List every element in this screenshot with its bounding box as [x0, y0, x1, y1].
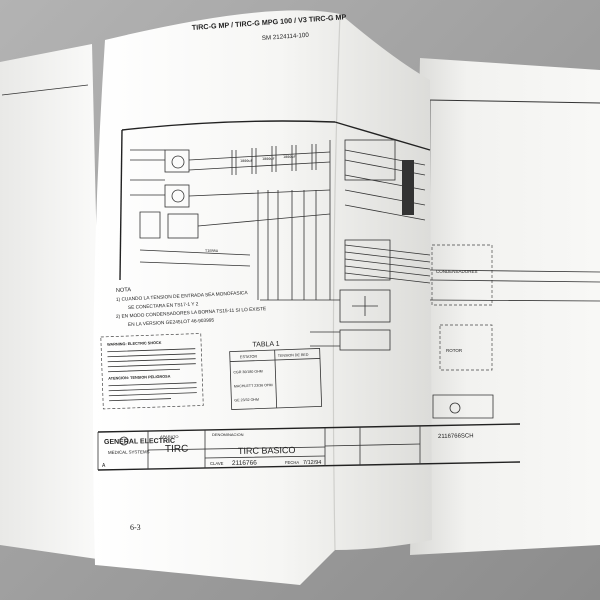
- fecha-label: FECHA: [285, 460, 299, 465]
- fold-crease: [332, 13, 341, 551]
- svg-text:1000uF: 1000uF: [283, 155, 296, 159]
- transformer-block: [402, 160, 414, 215]
- rotor-label: ROTOR: [446, 348, 463, 353]
- right-page: [410, 58, 600, 555]
- clave-value: 2116766: [232, 460, 257, 467]
- tabla-row-1: CGR 30/180 OHM: [233, 369, 262, 374]
- left-page: [0, 44, 104, 560]
- fecha-value: 7/12/94: [303, 460, 321, 466]
- warning-title: WARNING: ELECTRIC SHOCK: [107, 341, 162, 347]
- aparato-label: APARATO: [160, 434, 178, 439]
- denominacion-label: DENOMINACION: [212, 432, 244, 437]
- schematic-drawing: 1000uF 1000uF 1000uF CONDENSADORES ROTOR…: [119, 120, 600, 419]
- clave-label: CLAVE: [210, 461, 224, 466]
- svg-text:TIERRA: TIERRA: [205, 249, 219, 253]
- title-block: GENERAL ELECTRIC MEDICAL SYSTEMS A APARA…: [97, 423, 521, 471]
- warning-box: WARNING: ELECTRIC SHOCK ATENCION: TENSIO…: [100, 333, 204, 410]
- tabla-title: TABLA 1: [252, 341, 279, 349]
- company-name: GENERAL ELECTRIC: [104, 438, 175, 446]
- note-title: NOTA: [116, 287, 132, 294]
- atencion-title: ATENCION: TENSION PELIGROSA: [108, 375, 171, 381]
- doc-number: SM 2124114-100: [262, 32, 310, 42]
- tabla-row-2: MACHLETT 23/36 OHM: [234, 383, 273, 388]
- main-sheet: [92, 10, 432, 586]
- tabla-col-estator: ESTATOR: [240, 355, 258, 360]
- note-line-2: SE CONECTARA EN TS17-1 Y 2: [128, 301, 199, 311]
- note-line-4: EN LA VERSION GE245LOT 46-903995: [128, 317, 215, 328]
- page-number: 6-3: [130, 523, 141, 532]
- tabla-row-3: GE 23/32 OHM: [234, 398, 259, 403]
- tabla-col-tension: TENSION DE RED: [278, 353, 309, 358]
- tabla-1: TABLA 1 ESTATOR TENSION DE RED CGR 30/18…: [229, 341, 323, 410]
- division-name: MEDICAL SYSTEMS: [108, 449, 150, 455]
- drawing-number: 2116766SCH: [438, 433, 474, 440]
- condensadores-label: CONDENSADORES: [436, 269, 478, 274]
- svg-text:1000uF: 1000uF: [240, 159, 253, 163]
- rev-label: A: [102, 463, 106, 469]
- right-page-border: [427, 99, 600, 104]
- denominacion-value: TIRC BASICO: [238, 445, 296, 456]
- ge-logo-icon: [119, 436, 129, 446]
- svg-text:1000uF: 1000uF: [262, 157, 275, 161]
- aparato-value: TIRC: [165, 444, 189, 455]
